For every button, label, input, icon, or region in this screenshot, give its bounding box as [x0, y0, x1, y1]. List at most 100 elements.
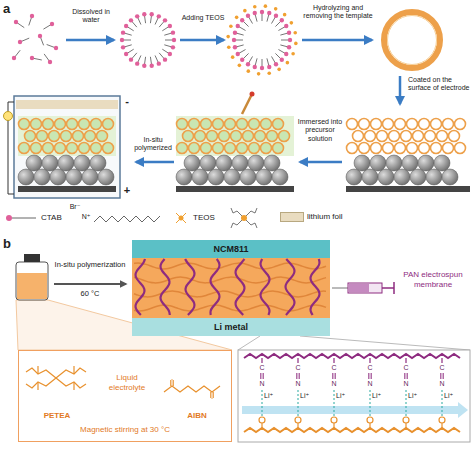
battery-electrode	[85, 131, 96, 142]
immersed-electrode	[195, 131, 206, 142]
coordination-scheme	[369, 373, 372, 379]
micelle-teos	[238, 64, 242, 68]
coated-electrode	[443, 143, 454, 154]
coordination-scheme	[298, 390, 299, 417]
coated-electrode	[442, 169, 458, 185]
micelle-teos	[227, 45, 231, 49]
coated-electrode	[383, 119, 394, 130]
micelle-teos	[236, 24, 240, 28]
micelle	[172, 38, 176, 42]
annotation-label: C	[257, 364, 267, 372]
coordination-scheme	[405, 358, 406, 363]
coated-electrode	[410, 169, 426, 185]
micelle	[121, 45, 125, 49]
coated-electrode	[455, 143, 466, 154]
coated-electrode	[347, 143, 358, 154]
battery-electrode	[67, 119, 78, 130]
free-molecules	[54, 46, 58, 50]
immersed-electrode	[256, 169, 272, 185]
immersed-electrode	[261, 119, 272, 130]
gel-electrolyte	[210, 259, 219, 315]
process-arrows	[66, 39, 114, 42]
micelle-teos	[274, 14, 278, 18]
battery-electrode	[34, 169, 50, 185]
annotation-label: 60 °C	[65, 289, 115, 298]
micelle-teos	[226, 35, 230, 39]
micelle-teos	[233, 45, 237, 49]
coated-electrode	[370, 155, 386, 171]
micelle-teos	[283, 13, 287, 17]
immersed-electrode	[183, 131, 194, 142]
coated-electrode	[378, 169, 394, 185]
coordination-scheme	[259, 417, 265, 423]
immersed-electrode	[248, 155, 264, 171]
coordination-scheme	[441, 373, 444, 379]
coated-electrode	[419, 143, 430, 154]
immersed-electrode	[240, 169, 256, 185]
annotation-label: Br⁻	[68, 203, 82, 211]
petea-structure	[73, 382, 74, 390]
coated-electrode	[437, 131, 448, 142]
polymerization-arrow	[54, 284, 126, 285]
annotation-label: Coated on the surface of electrode	[408, 76, 470, 93]
immersed-electrode	[213, 119, 224, 130]
coordination-scheme	[369, 358, 370, 363]
node-text: Li metal	[214, 322, 248, 333]
coordination-scheme	[331, 417, 337, 423]
node-text: Liquid electrolyte	[97, 373, 157, 392]
petea-structure	[37, 382, 38, 390]
gel-electrolyte	[286, 259, 295, 315]
coated-electrode	[431, 143, 442, 154]
micelle-teos	[274, 62, 278, 66]
immersed-electrode	[176, 116, 294, 156]
light-bulb	[4, 102, 15, 194]
immersed-electrode	[208, 169, 224, 185]
coated-electrode	[402, 155, 418, 171]
annotation-label: N	[293, 380, 303, 388]
micelle	[142, 64, 146, 68]
micelle-teos	[287, 31, 291, 35]
immersed-electrode	[264, 155, 280, 171]
battery-electrode	[26, 155, 42, 171]
gel-electrolyte	[134, 305, 326, 311]
micelle-teos	[229, 25, 233, 29]
annotation-label: -	[122, 95, 132, 108]
immersed-electrode	[189, 119, 200, 130]
battery-electrode	[90, 155, 106, 171]
immersed-electrode	[192, 169, 208, 185]
battery-cell	[14, 96, 120, 198]
micelle	[171, 30, 175, 34]
battery-electrode	[103, 119, 114, 130]
coordination-scheme	[406, 390, 407, 417]
legend-text: TEOS	[193, 213, 215, 223]
battery-electrode	[98, 169, 114, 185]
battery-electrode	[37, 131, 48, 142]
immersed-electrode	[189, 143, 200, 154]
hollow-sphere	[384, 12, 440, 68]
coordination-scheme	[441, 358, 442, 363]
immersed-electrode	[279, 131, 290, 142]
coated-electrode	[359, 119, 370, 130]
immersed-electrode	[225, 143, 236, 154]
immersed-electrode	[207, 131, 218, 142]
micelle	[120, 12, 176, 68]
coated-electrode	[425, 131, 436, 142]
micelle	[124, 52, 128, 56]
coordination-scheme	[333, 358, 334, 363]
annotation-label: C	[437, 364, 447, 372]
annotation-label: C	[293, 364, 303, 372]
annotation-label: C	[365, 364, 375, 372]
node-text: PETEA	[25, 411, 89, 421]
coordination-scheme	[244, 428, 460, 432]
micelle-teos	[257, 72, 261, 76]
immersed-electrode	[225, 119, 236, 130]
free-molecules	[50, 22, 54, 26]
process-arrows	[302, 39, 372, 42]
coordination-scheme	[405, 373, 408, 379]
micelle	[168, 24, 172, 28]
immersed-electrode	[176, 116, 294, 192]
coordination-scheme	[439, 417, 445, 423]
free-molecules	[38, 34, 42, 38]
annotation-label: Li⁺	[408, 392, 422, 400]
